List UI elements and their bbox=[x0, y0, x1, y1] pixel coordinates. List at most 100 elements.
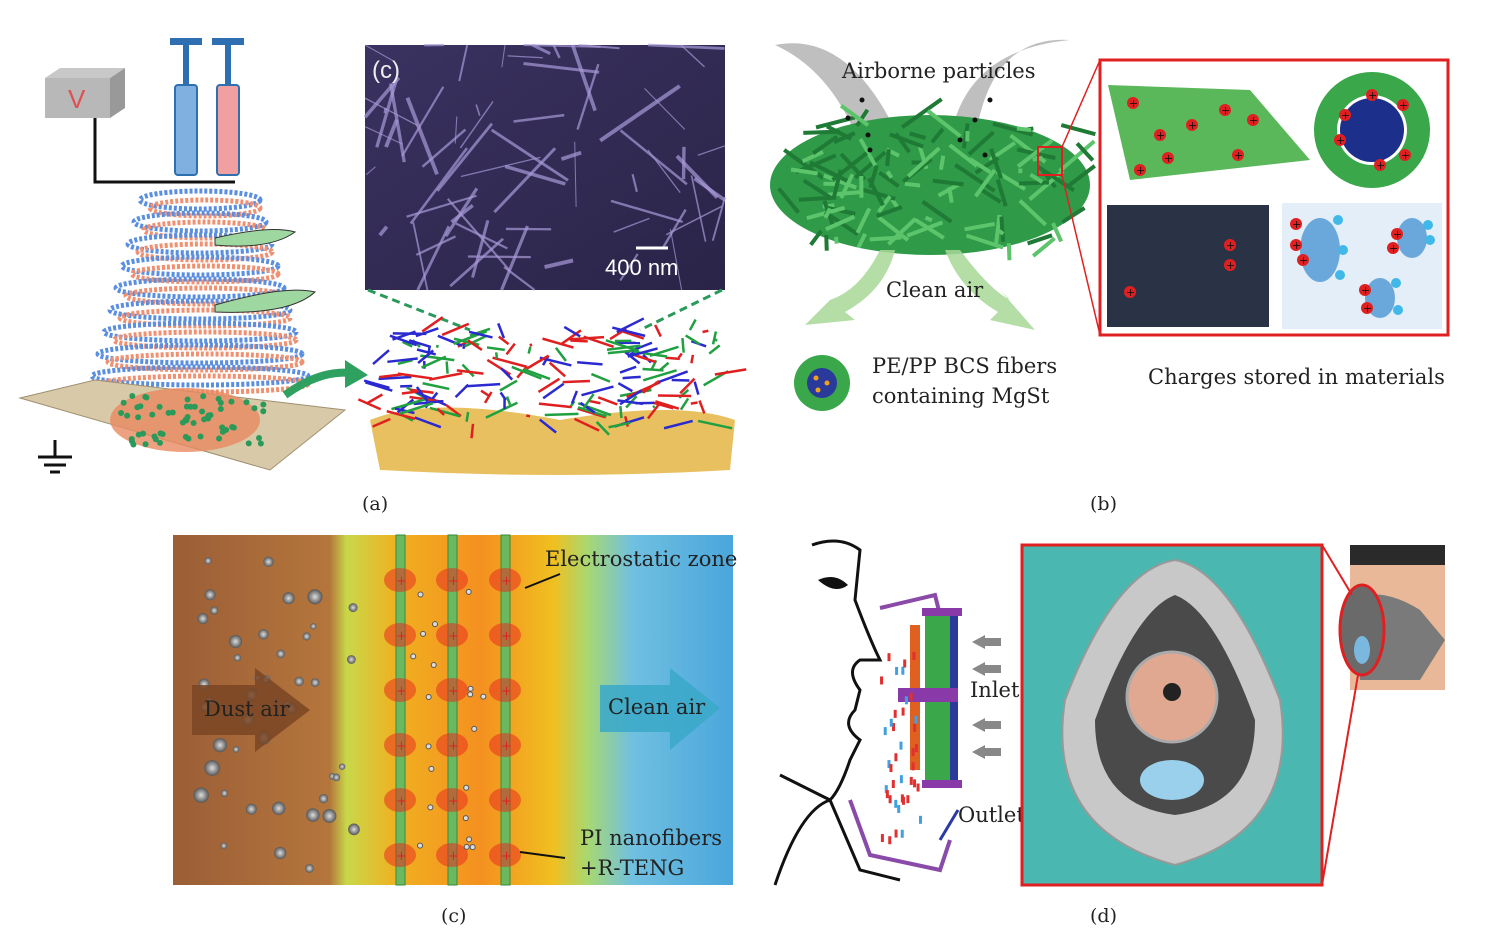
fiber bbox=[399, 402, 434, 415]
dipole-particle bbox=[1300, 218, 1340, 282]
voltage-label: V bbox=[68, 84, 86, 114]
fiber-dot bbox=[191, 403, 198, 410]
fiber bbox=[537, 377, 561, 394]
positive-charge bbox=[1154, 129, 1166, 141]
fiber bbox=[470, 423, 475, 439]
pi-nanofibers bbox=[384, 534, 521, 886]
positive-charge bbox=[1162, 152, 1174, 164]
fiber-core bbox=[1340, 98, 1404, 162]
fiber-dot bbox=[118, 409, 125, 416]
plus-sign: + bbox=[1299, 254, 1308, 267]
airflow-dash bbox=[880, 676, 884, 685]
fiber bbox=[1067, 164, 1096, 188]
fiber bbox=[378, 372, 404, 379]
dust-particle bbox=[204, 557, 212, 565]
captured-particle bbox=[425, 693, 432, 700]
captured-particle bbox=[420, 630, 427, 637]
fiber bbox=[402, 340, 413, 348]
fiber-dot bbox=[135, 431, 142, 438]
voltage-source: V bbox=[45, 68, 125, 118]
fiber bbox=[480, 389, 490, 397]
airflow-dash bbox=[912, 651, 916, 660]
fiber-dot bbox=[137, 403, 144, 410]
fiber bbox=[904, 181, 921, 188]
charge-zone bbox=[436, 843, 468, 867]
fiber bbox=[677, 352, 683, 359]
fiber bbox=[777, 187, 801, 214]
plus-sign: + bbox=[1393, 228, 1402, 241]
fiber bbox=[485, 401, 518, 419]
charge-zone bbox=[489, 843, 521, 867]
jet-loop bbox=[95, 342, 305, 366]
deposited-fibers bbox=[118, 393, 267, 448]
plus-sign: + bbox=[501, 849, 512, 864]
nanofiber bbox=[504, 164, 566, 186]
plus-sign: + bbox=[501, 574, 512, 589]
fiber bbox=[617, 382, 633, 393]
scale-bar-label: 400 nm bbox=[605, 255, 678, 280]
fiber bbox=[1031, 236, 1056, 258]
caption-a: (a) bbox=[362, 493, 388, 515]
airflow-dash bbox=[887, 760, 891, 769]
captured-particle bbox=[465, 588, 472, 595]
charge-zone bbox=[489, 733, 521, 757]
fiber bbox=[415, 386, 429, 403]
fiber bbox=[597, 396, 618, 406]
positive-charge bbox=[1290, 239, 1302, 251]
inlet-arrows bbox=[972, 635, 1001, 759]
airflow bbox=[880, 651, 923, 845]
outlet-label: Outlet bbox=[958, 803, 1025, 827]
fiber bbox=[397, 358, 413, 366]
airflow-dash bbox=[884, 785, 888, 794]
nanofiber bbox=[421, 128, 467, 168]
fiber bbox=[811, 134, 839, 156]
positive-charge bbox=[1134, 164, 1146, 176]
plus-sign: + bbox=[396, 574, 407, 589]
nanofiber bbox=[631, 173, 638, 193]
fiber bbox=[926, 109, 962, 138]
dust-particle bbox=[348, 603, 358, 613]
fiber bbox=[684, 334, 701, 346]
plus-sign: + bbox=[1292, 218, 1301, 231]
dust-particle bbox=[310, 623, 317, 630]
fiber bbox=[605, 339, 640, 353]
fiber bbox=[992, 121, 1034, 137]
fiber bbox=[397, 372, 433, 380]
airflow-dash bbox=[895, 666, 899, 675]
dust-particle bbox=[245, 803, 257, 815]
charge-zone bbox=[384, 733, 416, 757]
plus-sign: + bbox=[396, 849, 407, 864]
fiber bbox=[529, 343, 533, 347]
fiber bbox=[619, 365, 637, 374]
fiber-dot bbox=[223, 426, 230, 433]
fiber bbox=[802, 178, 831, 199]
airflow-dash bbox=[911, 748, 915, 757]
plus-sign: + bbox=[1164, 152, 1173, 165]
nanofiber bbox=[711, 197, 726, 241]
pi-label-1: PI nanofibers bbox=[580, 826, 722, 850]
fiber bbox=[538, 418, 557, 434]
nanofiber bbox=[493, 147, 557, 214]
jet-loop bbox=[111, 329, 299, 351]
nanofiber bbox=[523, 44, 601, 48]
fiber bbox=[906, 220, 944, 238]
fiber bbox=[453, 330, 488, 346]
nanofiber bbox=[449, 237, 504, 288]
plus-sign: + bbox=[448, 574, 459, 589]
plus-sign: + bbox=[1389, 242, 1398, 255]
fiber bbox=[839, 104, 870, 127]
airflow-dash bbox=[893, 709, 897, 718]
panel-d: Inlet Outlet (d) bbox=[773, 539, 1445, 927]
pi-nanofiber bbox=[395, 534, 406, 886]
sem-label: (c) bbox=[372, 57, 400, 84]
plus-sign: + bbox=[1376, 159, 1385, 172]
fiber bbox=[655, 400, 680, 410]
fiber bbox=[582, 393, 595, 409]
pointer-line bbox=[519, 851, 566, 859]
plus-sign: + bbox=[1341, 109, 1350, 122]
charged-mesh bbox=[1108, 85, 1310, 180]
plus-sign: + bbox=[1136, 164, 1145, 177]
nanofiber bbox=[401, 86, 445, 157]
fiber bbox=[823, 173, 857, 190]
plus-sign: + bbox=[1126, 286, 1135, 299]
